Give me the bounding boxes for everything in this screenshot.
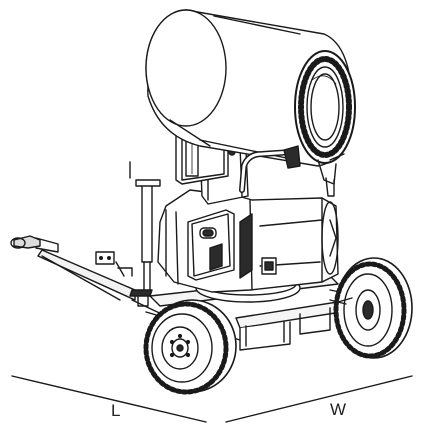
motor-end-cap <box>321 201 339 275</box>
width-label: W <box>330 400 347 419</box>
right-wheel <box>333 257 413 359</box>
dimension-lines <box>11 375 413 423</box>
hitch-plate <box>95 251 115 265</box>
left-wheel <box>143 299 237 395</box>
control-panel <box>187 209 253 281</box>
length-dimension-line <box>11 375 207 423</box>
tow-bar <box>10 235 136 301</box>
water-pipe <box>239 145 345 197</box>
length-label: L <box>111 401 121 420</box>
axle <box>145 299 347 317</box>
jack-stand <box>129 161 161 307</box>
fan-barrel <box>145 9 356 167</box>
width-dimension-line <box>225 375 413 423</box>
